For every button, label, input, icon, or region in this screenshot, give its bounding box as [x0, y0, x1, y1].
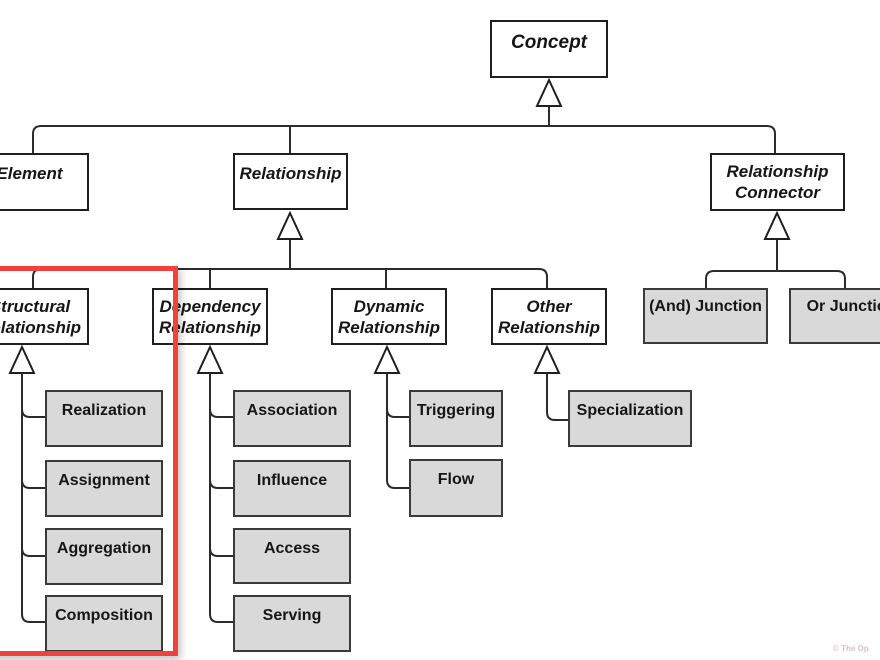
generalization-triangle-relationship-connector: [763, 210, 791, 240]
node-assignment: Assignment: [45, 460, 163, 517]
node-relationship-connector: Relationship Connector: [710, 153, 845, 211]
node-or-junction-label: Or Junction: [806, 298, 880, 315]
node-flow: Flow: [409, 459, 503, 517]
node-aggregation: Aggregation: [45, 528, 163, 585]
node-dependency-relationship: Dependency Relationship: [152, 288, 268, 345]
node-influence-label: Influence: [256, 472, 328, 489]
connector-dependency-association: [209, 373, 233, 418]
node-triggering-label: Triggering: [416, 402, 496, 419]
node-dynamic-relationship-label: Dynamic Relationship: [337, 297, 440, 338]
copyright-watermark: © The Op: [833, 644, 869, 653]
node-composition: Composition: [45, 595, 163, 652]
node-element-label: Element: [0, 164, 63, 183]
node-specialization: Specialization: [568, 390, 692, 447]
generalization-triangle-dynamic: [373, 344, 401, 374]
node-relationship-label: Relationship: [239, 164, 342, 183]
generalization-triangle-relationship: [276, 210, 304, 240]
node-specialization-label: Specialization: [576, 402, 684, 419]
node-structural-relationship: Structural Relationship: [0, 288, 89, 345]
generalization-triangle-dependency: [196, 344, 224, 374]
node-serving-label: Serving: [262, 607, 322, 624]
node-realization-label: Realization: [61, 402, 147, 419]
node-triggering: Triggering: [409, 390, 503, 447]
node-concept-label: Concept: [511, 32, 587, 53]
generalization-triangle-concept: [535, 77, 563, 107]
node-dynamic-relationship: Dynamic Relationship: [331, 288, 447, 345]
connector-other-specialization: [546, 373, 568, 421]
node-and-junction: (And) Junction: [643, 288, 768, 344]
connector-bus-junctions: [705, 270, 846, 289]
connector-bus-top: [32, 125, 776, 154]
connector-dynamic-flow: [386, 373, 409, 489]
node-other-relationship-label: Other Relationship: [497, 297, 600, 338]
node-access-label: Access: [263, 540, 321, 557]
node-aggregation-label: Aggregation: [56, 540, 152, 557]
node-or-junction: Or Junction: [789, 288, 880, 344]
node-association-label: Association: [246, 402, 338, 419]
node-influence: Influence: [233, 460, 351, 517]
node-association: Association: [233, 390, 351, 447]
node-relationship: Relationship: [233, 153, 348, 210]
connector-dependency-serving: [209, 373, 233, 623]
node-other-relationship: Other Relationship: [491, 288, 607, 345]
node-serving: Serving: [233, 595, 351, 652]
node-element: Element: [0, 153, 89, 211]
node-structural-relationship-label: Structural Relationship: [0, 297, 81, 338]
connector-dynamic-triggering: [386, 373, 409, 418]
node-realization: Realization: [45, 390, 163, 447]
node-relationship-connector-label: Relationship Connector: [726, 162, 829, 203]
node-flow-label: Flow: [437, 471, 475, 488]
node-access: Access: [233, 528, 351, 584]
node-dependency-relationship-label: Dependency Relationship: [158, 297, 261, 338]
node-concept: Concept: [490, 20, 608, 78]
node-assignment-label: Assignment: [58, 472, 150, 489]
generalization-triangle-other: [533, 344, 561, 374]
node-composition-label: Composition: [55, 607, 153, 624]
connector-dependency-influence: [209, 373, 233, 489]
highlight-rectangle-structural-branch: [0, 266, 178, 656]
connector-dependency-access: [209, 373, 233, 557]
node-and-junction-label: (And) Junction: [649, 298, 762, 315]
